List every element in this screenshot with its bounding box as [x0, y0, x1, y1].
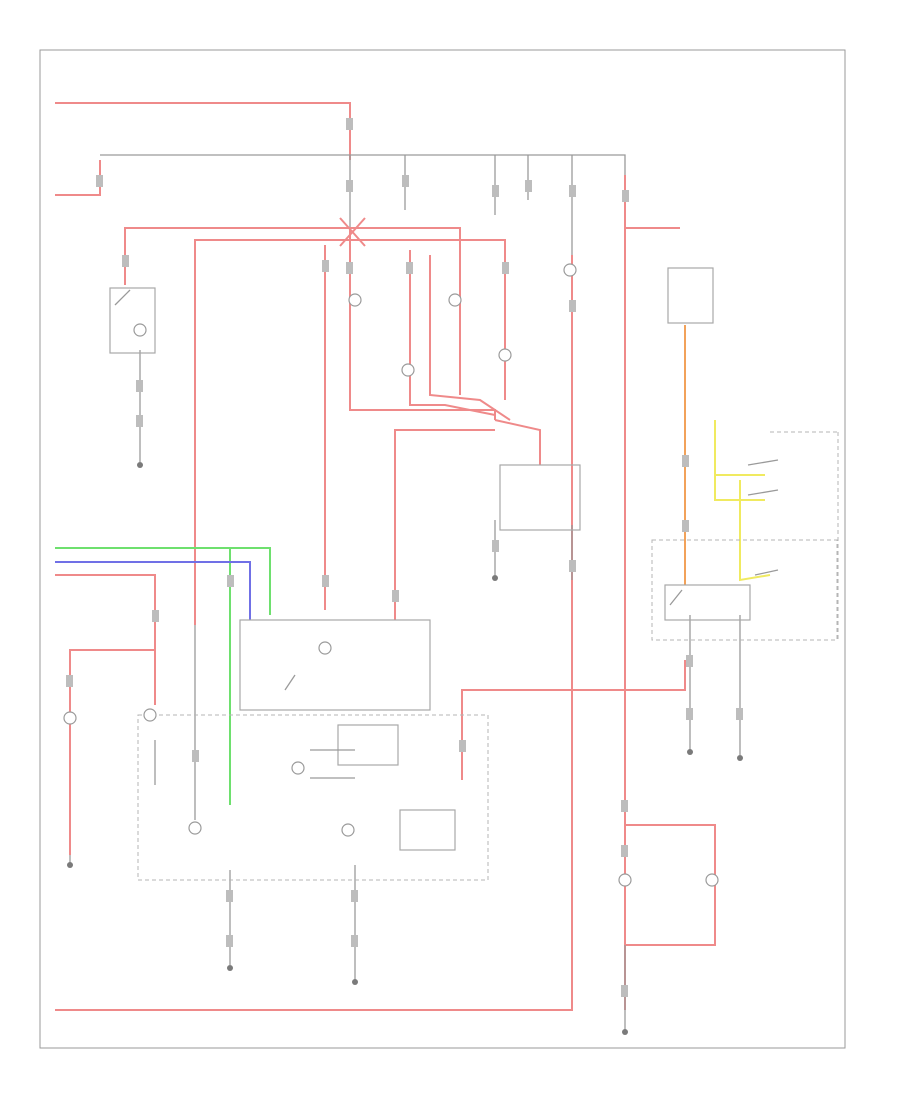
diagram-frame: [39, 49, 846, 1049]
connector-pins: [66, 118, 743, 997]
components: [109, 267, 839, 881]
switches: [114, 289, 779, 779]
power-feed-wires: [55, 102, 626, 255]
main-distribution-wires: [55, 175, 716, 1011]
bulbs: [63, 263, 719, 887]
ground-wires: [69, 350, 741, 1030]
colored-wires-right: [684, 325, 771, 585]
ground-points: [67, 462, 743, 1035]
colored-wires-left: [55, 547, 271, 805]
